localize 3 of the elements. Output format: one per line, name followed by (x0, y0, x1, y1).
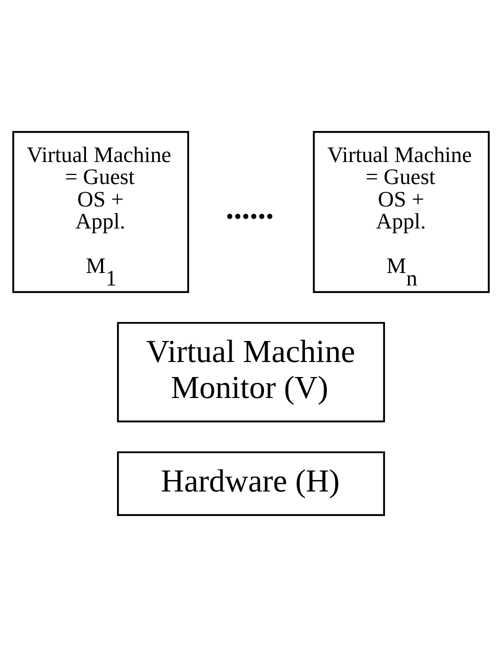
node-box: Virtual Machine Monitor (V) (117, 322, 385, 422)
node-box: Hardware (H) (117, 451, 385, 516)
label: ...... (226, 190, 274, 226)
